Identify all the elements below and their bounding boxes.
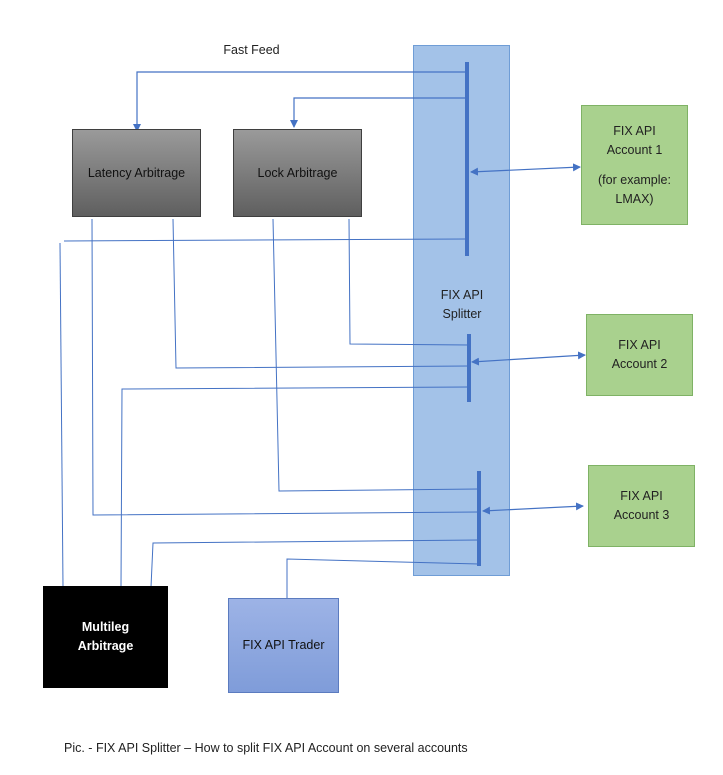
fix-api-splitter — [413, 45, 510, 576]
fast-feed-label: Fast Feed — [223, 43, 280, 57]
fix-api-trader-label: FIX API Trader — [242, 638, 325, 652]
multileg-arbitrage-box: Multileg Arbitrage — [43, 586, 168, 688]
fast-feed-lock-line — [290, 97, 467, 128]
splitter-label-line2: Splitter — [442, 307, 482, 321]
fix-api-account-2-box: FIX API Account 2 — [586, 314, 693, 396]
lock-to-bus2-line — [348, 218, 470, 346]
fast-feed-latency-line — [133, 71, 467, 132]
latency-arbitrage-box: Latency Arbitrage — [72, 129, 201, 217]
account-1-link — [470, 163, 581, 176]
splitter-label: FIX API Splitter — [420, 286, 504, 324]
account-1-line3: (for example: — [598, 172, 671, 187]
lock-arbitrage-box: Lock Arbitrage — [233, 129, 362, 217]
account-3-link — [482, 502, 584, 515]
multileg-bus1-line — [63, 238, 468, 242]
figure-caption: Pic. - FIX API Splitter – How to split F… — [64, 741, 468, 755]
multileg-left-line — [59, 242, 64, 588]
latency-to-bus2-line — [172, 218, 470, 369]
account-1-line1: FIX API — [613, 123, 656, 138]
lock-arbitrage-label: Lock Arbitrage — [257, 165, 338, 180]
account-1-line4: LMAX) — [615, 191, 654, 206]
splitter-label-line1: FIX API — [440, 288, 484, 302]
trader-to-bus3-line — [286, 558, 480, 598]
multileg-line1: Multileg — [81, 620, 130, 634]
latency-arbitrage-label: Latency Arbitrage — [87, 165, 186, 180]
account-2-line2: Account 2 — [611, 357, 668, 371]
multileg-to-bus2-line — [120, 386, 470, 588]
fix-api-account-1-box: FIX API Account 1 (for example: LMAX) — [581, 105, 688, 225]
account-2-link — [471, 351, 586, 366]
account-3-line2: Account 3 — [613, 508, 670, 522]
account-1-line2: Account 1 — [606, 142, 663, 157]
lock-to-bus3-line — [272, 218, 480, 492]
fix-api-account-3-box: FIX API Account 3 — [588, 465, 695, 547]
account-2-line1: FIX API — [618, 338, 661, 352]
latency-to-bus3-line — [91, 218, 480, 516]
multileg-to-bus3-line — [150, 539, 480, 588]
account-3-line1: FIX API — [620, 489, 663, 503]
fix-api-trader-box: FIX API Trader — [228, 598, 339, 693]
multileg-line2: Arbitrage — [77, 639, 134, 653]
